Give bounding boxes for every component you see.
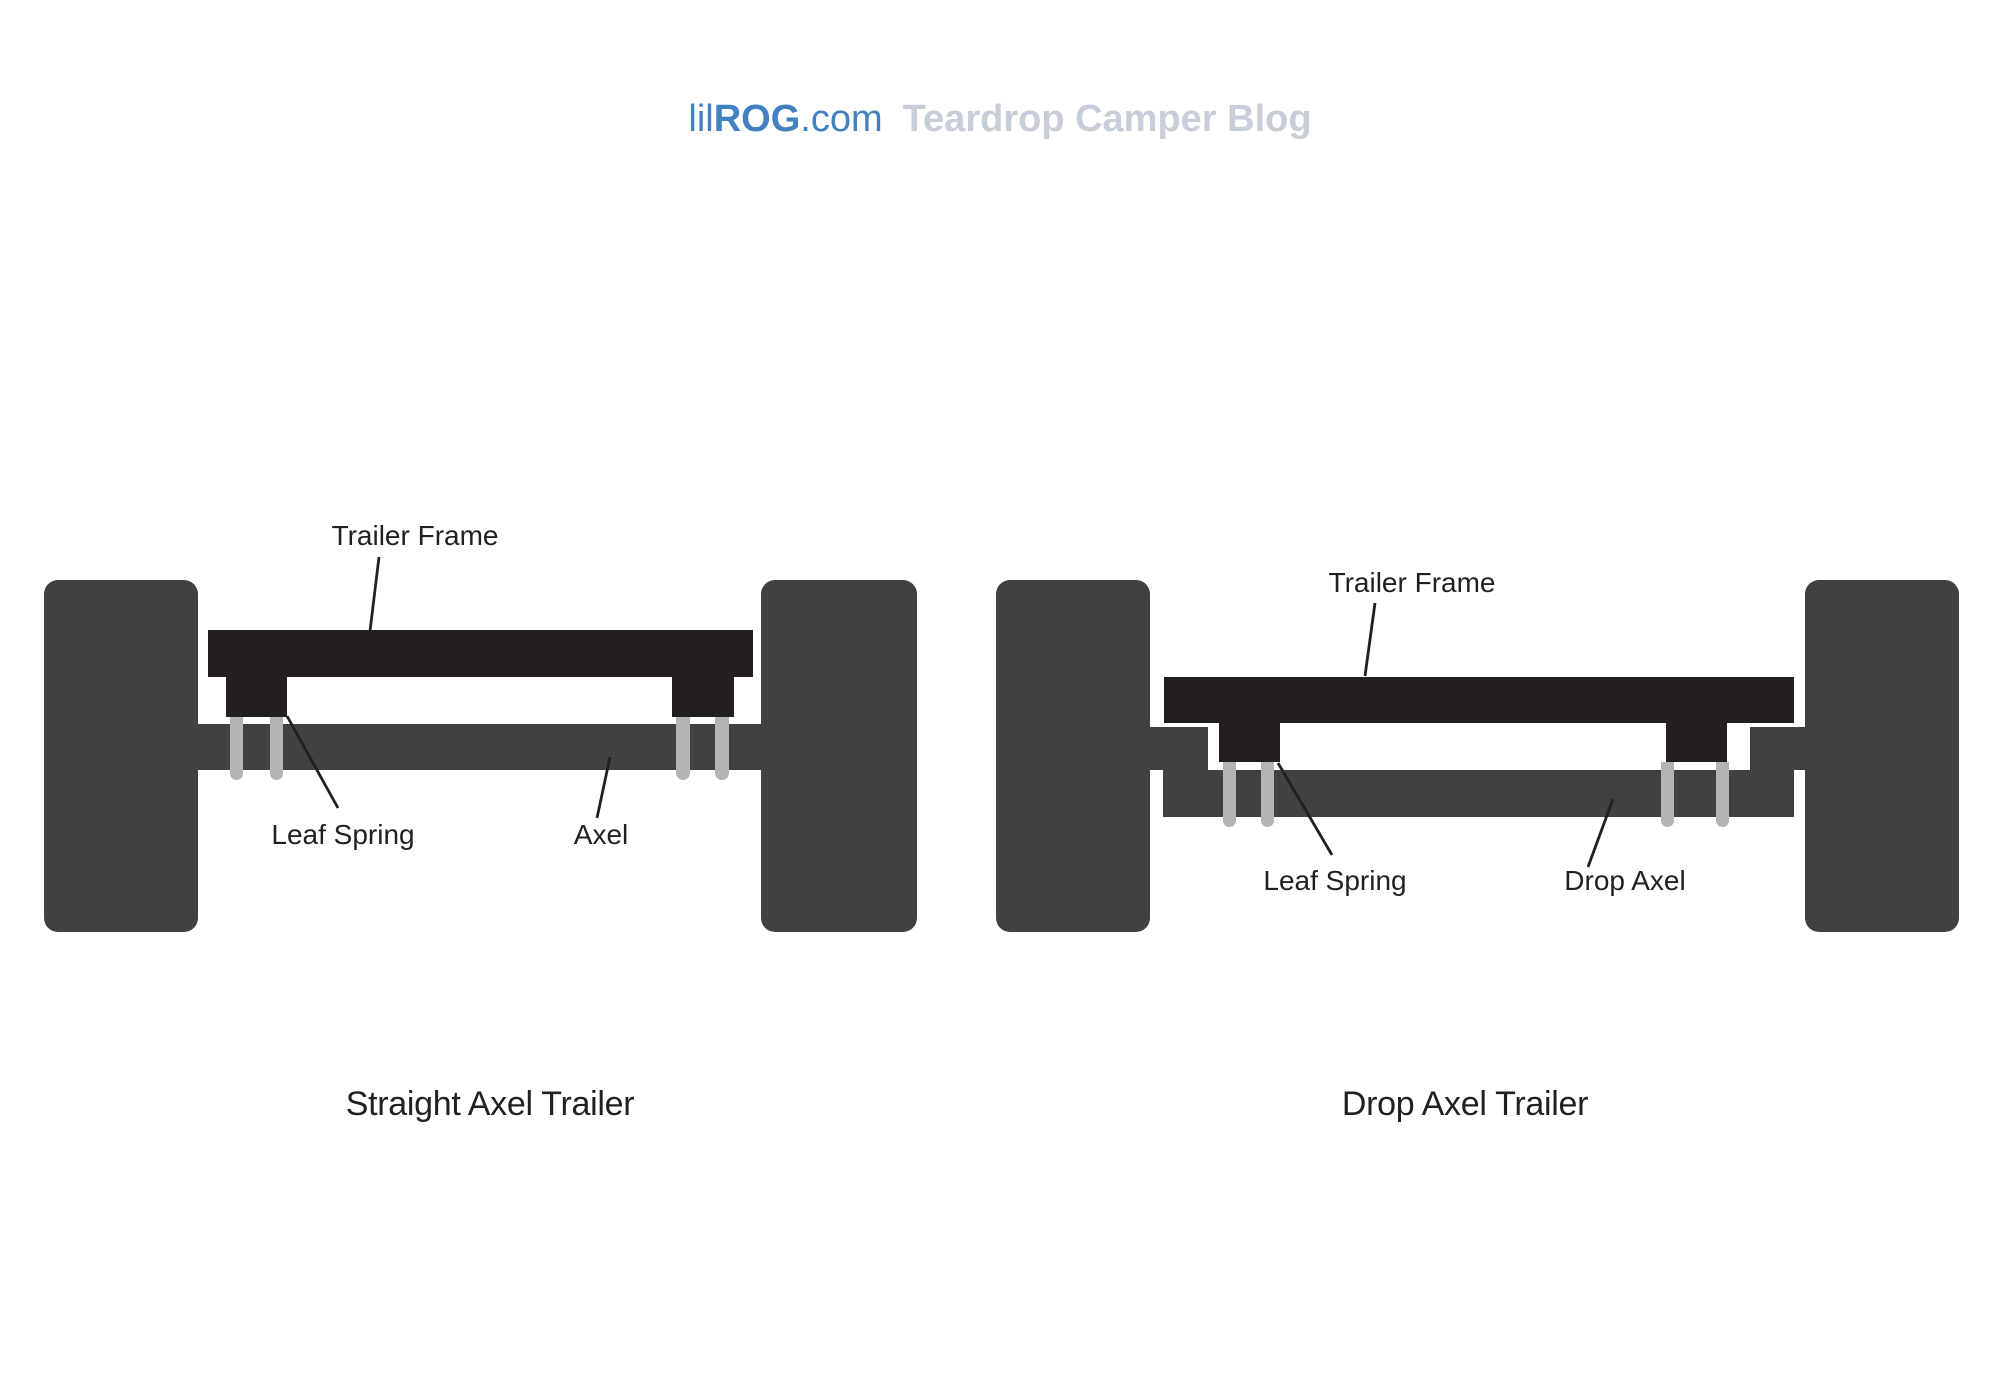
drop-left-spindle [1150, 727, 1208, 770]
straight-trailer-frame-pointer-line [368, 556, 381, 632]
drop-right-ubolt-2 [1716, 762, 1729, 827]
drop-left-ubolt-2 [1261, 762, 1274, 827]
straight-trailer-frame-label: Trailer Frame [331, 520, 499, 551]
straight-trailer-frame-bar [208, 630, 753, 677]
straight-left-wheel [44, 580, 198, 932]
drop-axle-bar [1163, 770, 1794, 817]
drop-trailer-frame-pointer-line [1363, 602, 1377, 677]
drop-trailer-frame-bar [1164, 677, 1794, 723]
site-brand: lilROG.com [688, 100, 882, 138]
straight-right-ubolt-2 [715, 717, 729, 780]
straight-left-spring-hanger [226, 677, 287, 717]
drop-right-spring-hanger [1666, 723, 1727, 762]
blog-title: Teardrop Camper Blog [902, 98, 1312, 140]
drop-left-spring-hanger [1219, 723, 1280, 762]
straight-diagram-caption: Straight Axel Trailer [345, 1085, 635, 1123]
drop-trailer-frame-label: Trailer Frame [1328, 567, 1496, 598]
straight-leaf-spring-label: Leaf Spring [271, 819, 415, 850]
drop-leaf-spring-label: Leaf Spring [1263, 865, 1407, 896]
drop-right-wheel [1805, 580, 1959, 932]
straight-right-spring-hanger [672, 677, 734, 717]
drop-left-ubolt-1 [1223, 762, 1236, 827]
drop-left-wheel [996, 580, 1150, 932]
brand-suffix: .com [800, 98, 883, 140]
drop-axle-label: Drop Axel [1564, 865, 1686, 896]
straight-left-ubolt-1 [230, 717, 243, 780]
straight-right-wheel [761, 580, 917, 932]
drop-right-spindle [1750, 727, 1805, 770]
straight-right-ubolt-1 [676, 717, 690, 780]
brand-prefix: lil [688, 98, 714, 140]
brand-bold: ROG [713, 98, 801, 140]
drop-right-ubolt-1 [1661, 762, 1674, 827]
drop-diagram-caption: Drop Axel Trailer [1341, 1085, 1589, 1123]
straight-left-ubolt-2 [270, 717, 283, 780]
straight-axle-label: Axel [573, 819, 629, 850]
site-header: lilROG.com Teardrop Camper Blog [0, 100, 2000, 138]
